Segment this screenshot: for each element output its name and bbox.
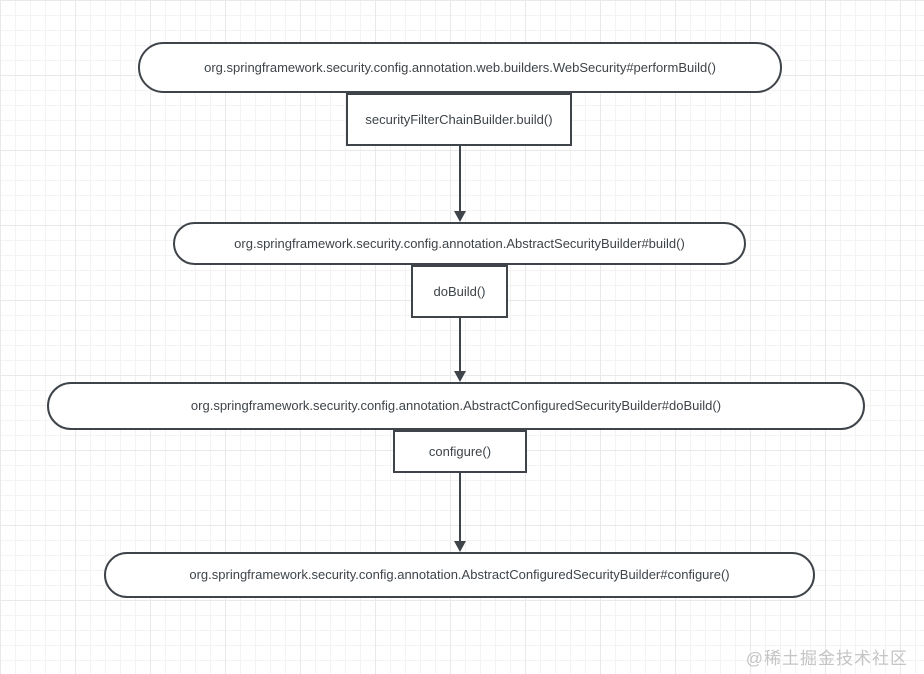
node-abstractconfiguredsecuritybuilder-configure: org.springframework.security.config.anno…	[104, 552, 815, 598]
node-abstractsecuritybuilder-build: org.springframework.security.config.anno…	[173, 222, 746, 265]
node-label: org.springframework.security.config.anno…	[204, 59, 716, 75]
arrow-line	[459, 473, 461, 543]
arrow-head-icon	[454, 211, 466, 222]
call-configure: configure()	[393, 430, 527, 473]
node-websecurity-performbuild: org.springframework.security.config.anno…	[138, 42, 782, 93]
call-label: configure()	[428, 443, 492, 459]
arrow-down-1	[454, 146, 466, 222]
node-label: org.springframework.security.config.anno…	[189, 567, 730, 583]
call-securityfilterchainbuilder-build: securityFilterChainBuilder.build()	[346, 93, 572, 146]
watermark: @稀土掘金技术社区	[745, 649, 908, 668]
arrow-down-3	[454, 473, 466, 552]
call-dobuild: doBuild()	[411, 265, 508, 318]
call-label: doBuild()	[433, 283, 486, 299]
arrow-head-icon	[454, 371, 466, 382]
arrow-head-icon	[454, 541, 466, 552]
node-abstractconfiguredsecuritybuilder-dobuild: org.springframework.security.config.anno…	[47, 382, 865, 430]
arrow-line	[459, 146, 461, 213]
node-label: org.springframework.security.config.anno…	[190, 398, 722, 414]
arrow-line	[459, 318, 461, 373]
arrow-down-2	[454, 318, 466, 382]
call-label: securityFilterChainBuilder.build()	[365, 111, 553, 127]
node-label: org.springframework.security.config.anno…	[234, 235, 685, 251]
